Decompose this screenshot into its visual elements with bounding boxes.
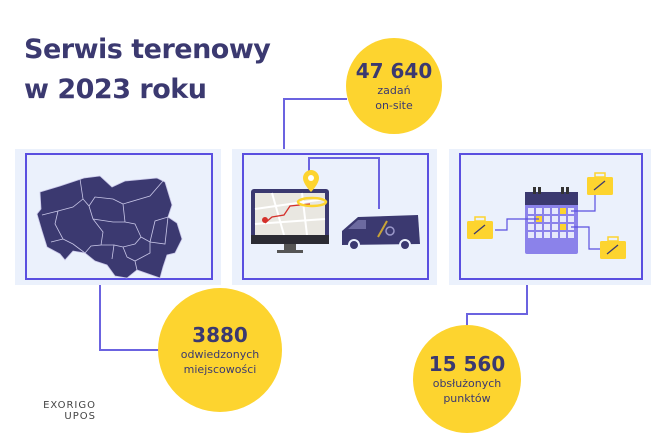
exorigo-upos-logo: EXORIGO UPOS bbox=[32, 400, 96, 422]
title-line-2: w 2023 roku bbox=[24, 74, 207, 105]
connector bbox=[308, 157, 310, 179]
stat-label: obsłużonych bbox=[432, 377, 502, 390]
connector bbox=[466, 313, 468, 327]
poland-map-icon bbox=[36, 175, 183, 279]
stat-label: odwiedzonych bbox=[180, 348, 260, 361]
stat-tasks: 47 640 zadań on-site bbox=[346, 38, 442, 134]
connector bbox=[283, 98, 347, 100]
panel-frame bbox=[25, 153, 213, 280]
stat-places: 3880 odwiedzonych miejscowości bbox=[158, 288, 282, 412]
connector bbox=[283, 98, 285, 168]
stat-points: 15 560 obsłużonych punktów bbox=[413, 325, 521, 433]
panel-frame bbox=[242, 153, 429, 280]
stat-value: 15 560 bbox=[428, 352, 506, 376]
monitor-map-icon bbox=[251, 170, 420, 253]
stat-value: 3880 bbox=[192, 323, 248, 347]
connector bbox=[99, 349, 161, 351]
connector bbox=[378, 157, 380, 209]
calendar-icon bbox=[467, 172, 626, 259]
stat-label: on-site bbox=[375, 99, 413, 112]
page-title: Serwis terenowy w 2023 roku bbox=[24, 30, 271, 110]
stat-label: zadań bbox=[377, 84, 411, 97]
stat-value: 47 640 bbox=[355, 59, 433, 83]
logo-line-1: EXORIGO bbox=[43, 400, 96, 411]
connector bbox=[99, 280, 101, 350]
connector bbox=[526, 280, 528, 314]
stat-label: punktów bbox=[443, 392, 491, 405]
panel-frame bbox=[459, 153, 643, 280]
connector bbox=[466, 313, 528, 315]
title-line-1: Serwis terenowy bbox=[24, 34, 271, 65]
connector bbox=[308, 157, 380, 159]
toolbox-icon bbox=[467, 172, 626, 259]
map-panel bbox=[15, 149, 221, 285]
stat-label: miejscowości bbox=[183, 363, 257, 376]
logo-line-2: UPOS bbox=[64, 411, 96, 422]
calendar-panel bbox=[449, 149, 651, 285]
route-panel bbox=[232, 149, 437, 285]
